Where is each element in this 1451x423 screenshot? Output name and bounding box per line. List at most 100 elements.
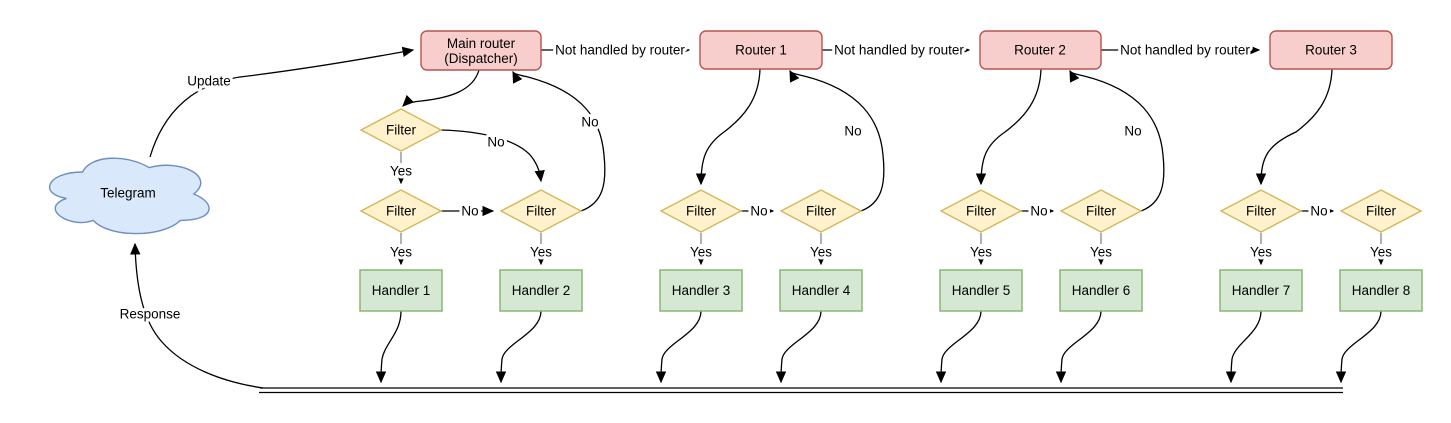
handler-3-label: Handler 3 [672, 283, 731, 298]
handler-4-label: Handler 4 [792, 283, 851, 298]
yes-label-6: Yes [1090, 245, 1112, 260]
no-label-pair-3: No [1030, 204, 1047, 219]
edge-handler5-bus [935, 310, 982, 384]
main-router-box [420, 30, 542, 71]
edge-router2-to-filter [975, 68, 1042, 186]
router-3-node: Router 3 [1269, 30, 1393, 70]
edge-main-router-to-filter [402, 69, 480, 107]
filter-diamond-6: Filter [1059, 189, 1143, 233]
edge-filter-top-no [440, 129, 545, 183]
filter-label: Filter [806, 204, 837, 219]
telegram-cloud: Telegram [48, 157, 210, 235]
filter-shape [1339, 189, 1423, 233]
edge-handler3-bus [655, 310, 702, 384]
edge-handler2-bus [495, 310, 542, 384]
edge-update [149, 46, 415, 158]
edge-handler6-bus [1055, 310, 1102, 384]
no-label-return-1: No [581, 115, 598, 130]
yes-label-2: Yes [530, 245, 552, 260]
filter-shape [359, 108, 443, 152]
no-label-return-2: No [844, 124, 861, 139]
filter-label: Filter [386, 204, 417, 219]
handler-6-node: Handler 6 [1059, 269, 1143, 312]
edge-handler8-bus [1335, 310, 1382, 384]
handler-2-box [499, 269, 583, 312]
filter-shape [499, 189, 583, 233]
handler-1-box [359, 269, 443, 312]
router-2-node: Router 2 [979, 30, 1102, 70]
filter-shape [939, 189, 1023, 233]
handler-1-label: Handler 1 [372, 283, 431, 298]
cloud-shape [48, 157, 210, 235]
handler-4-node: Handler 4 [779, 269, 863, 312]
filter-shape [1219, 189, 1303, 233]
yes-label-8: Yes [1370, 245, 1392, 260]
handler-6-label: Handler 6 [1072, 283, 1131, 298]
router-3-box [1269, 30, 1393, 70]
yes-arrows-row2 [395, 253, 1387, 266]
filter-diamond-top: Filter [359, 108, 443, 152]
update-label: Update [187, 74, 231, 89]
edge-handler1-bus [375, 310, 402, 384]
handler-2-node: Handler 2 [499, 269, 583, 312]
handler-2-label: Handler 2 [512, 283, 571, 298]
not-handled-label-2: Not handled by router [834, 43, 964, 58]
edges [130, 44, 1387, 394]
edge-labels: Update Response Not handled by router No… [117, 40, 1396, 325]
handler-5-label: Handler 5 [952, 283, 1011, 298]
not-handled-label-3: Not handled by router [1120, 43, 1250, 58]
telegram-label: Telegram [100, 186, 156, 201]
main-router-label-line2: (Dispatcher) [444, 51, 518, 66]
filter-diamond-1: Filter [359, 189, 443, 233]
yes-label-7: Yes [1250, 245, 1272, 260]
filter-shape [779, 189, 863, 233]
edge-filter-return-no-2 [789, 69, 885, 212]
not-handled-label-1: Not handled by router [555, 43, 685, 58]
yes-label-3: Yes [690, 245, 712, 260]
handler-4-box [779, 269, 863, 312]
filter-label: Filter [686, 204, 717, 219]
filter-diamond-3: Filter [659, 189, 743, 233]
filter-label: Filter [1246, 204, 1277, 219]
yes-label-1: Yes [390, 245, 412, 260]
no-label-pair-1: No [461, 204, 478, 219]
response-label: Response [120, 307, 181, 322]
filter-diamonds: Filter Filter Filter Filter Filter Filte… [359, 108, 1423, 233]
handler-5-box [939, 269, 1023, 312]
filter-shape [1059, 189, 1143, 233]
handler-to-bus-edges [375, 310, 1382, 384]
main-router-label-line1: Main router [447, 36, 516, 51]
handler-5-node: Handler 5 [939, 269, 1023, 312]
stubs-row2 [400, 233, 1382, 244]
edge-filter-return-no-3 [1069, 69, 1165, 212]
filter-shape [659, 189, 743, 233]
router-1-node: Router 1 [699, 30, 823, 70]
handler-3-box [659, 269, 743, 312]
filter-label: Filter [526, 204, 557, 219]
filter-diamond-7: Filter [1219, 189, 1303, 233]
handler-7-label: Handler 7 [1232, 283, 1291, 298]
router-1-label: Router 1 [735, 43, 787, 58]
no-label-pair-4: No [1310, 204, 1327, 219]
edge-router1-to-filter [695, 68, 761, 186]
filter-label: Filter [966, 204, 997, 219]
filter-shape [359, 189, 443, 233]
filter-diamond-5: Filter [939, 189, 1023, 233]
no-label-pair-2: No [750, 204, 767, 219]
handler-7-node: Handler 7 [1219, 269, 1303, 312]
handler-8-node: Handler 8 [1339, 269, 1423, 312]
filter-label: Filter [1366, 204, 1397, 219]
yes-label-5: Yes [970, 245, 992, 260]
no-label-return-3: No [1124, 124, 1141, 139]
handler-6-box [1059, 269, 1143, 312]
router-1-box [699, 30, 823, 70]
handler-1-node: Handler 1 [359, 269, 443, 312]
handler-3-node: Handler 3 [659, 269, 743, 312]
filter-label: Filter [386, 123, 417, 138]
no-label-top-filter: No [487, 135, 504, 150]
bus-line [259, 387, 1343, 394]
router-2-label: Router 2 [1014, 43, 1066, 58]
edge-response [130, 242, 264, 389]
